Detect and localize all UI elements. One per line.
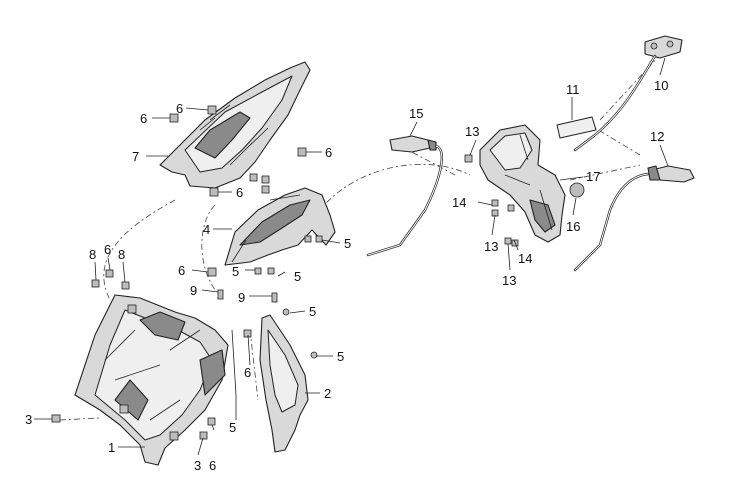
callout-5: 5 (229, 420, 236, 435)
callout-13: 13 (502, 273, 516, 288)
license-plate-bracket (464, 116, 597, 247)
callout-7: 7 (132, 149, 139, 164)
callout-5: 5 (344, 236, 351, 251)
callout-3: 3 (25, 412, 32, 427)
side-panel (259, 308, 318, 453)
callout-9: 9 (238, 290, 245, 305)
callout-14: 14 (452, 195, 466, 210)
callout-13: 13 (465, 124, 479, 139)
callout-6: 6 (236, 185, 243, 200)
callout-6: 6 (104, 242, 111, 257)
callout-13: 13 (484, 239, 498, 254)
left-turn-signal (366, 135, 444, 257)
callout-3: 3 (194, 458, 201, 473)
assembly-lines (59, 54, 661, 421)
callout-4: 4 (203, 222, 210, 237)
license-lamp (573, 35, 683, 152)
callout-6: 6 (176, 101, 183, 116)
callout-6: 6 (209, 458, 216, 473)
callout-1: 1 (108, 440, 115, 455)
callout-10: 10 (654, 78, 668, 93)
callout-15: 15 (409, 106, 423, 121)
leader-lines (34, 57, 669, 456)
callout-12: 12 (650, 129, 664, 144)
callout-16: 16 (566, 219, 580, 234)
rear-fender (159, 61, 311, 197)
callout-11: 11 (566, 82, 580, 97)
rear-lower-cover (51, 269, 252, 466)
callout-labels: 1 2 3 3 4 5 5 5 5 5 5 6 6 6 6 6 6 6 6 7 … (25, 78, 668, 473)
callout-2: 2 (324, 386, 331, 401)
callout-5: 5 (232, 264, 239, 279)
callout-6: 6 (178, 263, 185, 278)
callout-5: 5 (337, 349, 344, 364)
right-turn-signal (573, 165, 695, 272)
callout-5: 5 (309, 304, 316, 319)
fender-bracket (207, 187, 336, 303)
callout-5: 5 (294, 269, 301, 284)
callout-9: 9 (190, 283, 197, 298)
callout-17: 17 (586, 169, 600, 184)
callout-8: 8 (118, 247, 125, 262)
callout-6: 6 (244, 365, 251, 380)
callout-6: 6 (325, 145, 332, 160)
callout-8: 8 (89, 247, 96, 262)
callout-6: 6 (140, 111, 147, 126)
callout-14: 14 (518, 251, 532, 266)
